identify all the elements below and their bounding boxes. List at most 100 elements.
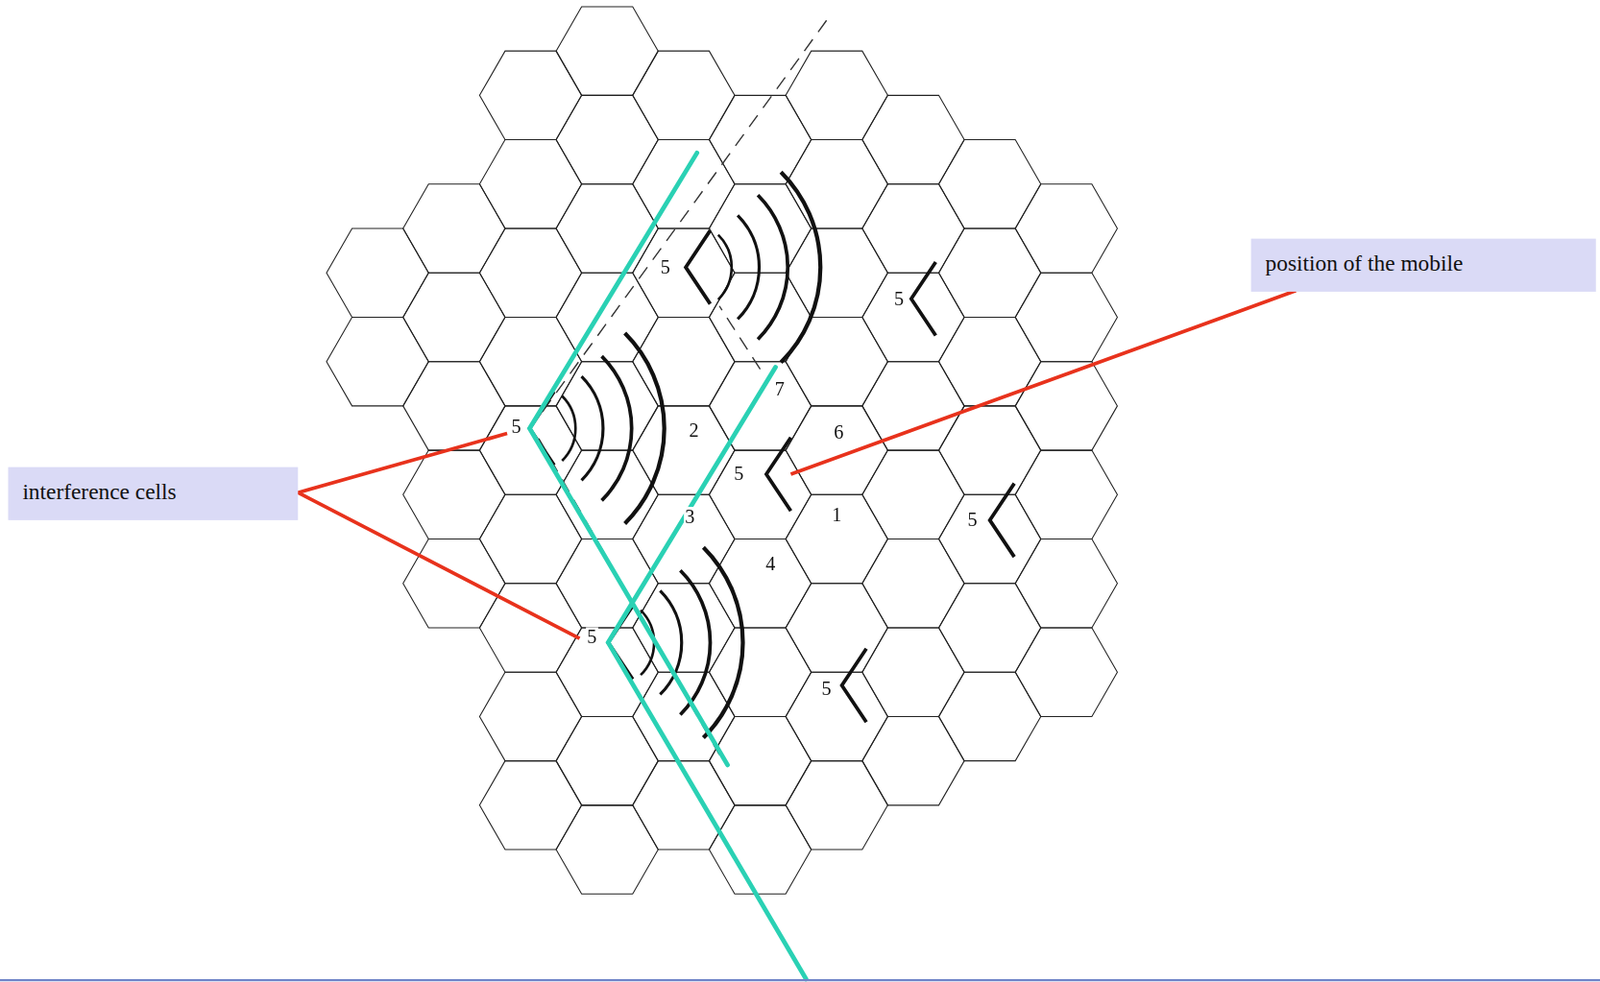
callout-text: position of the mobile [1265, 249, 1582, 277]
cell-number: 7 [774, 379, 786, 400]
antenna-symbol [842, 649, 868, 724]
hex-cell [556, 272, 658, 362]
hex-cell [708, 805, 811, 895]
hex-cell [785, 228, 888, 317]
hex-cell [708, 95, 811, 184]
hex-cell [479, 140, 582, 229]
hex-cell [862, 362, 965, 451]
hex-cell [632, 406, 735, 495]
callout-box: interference cells [8, 467, 299, 521]
hex-cell [862, 95, 965, 184]
hex-cell [708, 539, 811, 629]
hex-cell [479, 494, 582, 583]
hex-cell [556, 716, 658, 805]
cell-number: 5 [659, 257, 672, 278]
radio-wave [757, 194, 788, 340]
hex-cell [862, 450, 965, 539]
boundary-line [607, 367, 806, 981]
cell-number: 2 [687, 420, 700, 441]
hex-cell [939, 140, 1042, 229]
antenna-symbol [685, 230, 711, 305]
dashed-line [537, 20, 827, 418]
hex-cell [939, 494, 1042, 583]
hex-cell [556, 6, 658, 96]
cell-number: 5 [732, 463, 745, 485]
hex-cell [479, 316, 582, 406]
hex-cell [1015, 539, 1117, 629]
radio-wave [602, 356, 632, 501]
hex-cell [939, 406, 1042, 495]
cell-number: 4 [764, 554, 776, 575]
radio-wave [718, 235, 732, 301]
cell-number: 1 [830, 505, 843, 526]
leader-line [297, 434, 508, 494]
antenna-symbol [990, 484, 1016, 558]
hex-cell [785, 140, 888, 229]
hex-cell [708, 272, 811, 362]
hex-cell [556, 184, 658, 273]
hex-cell [708, 362, 811, 451]
boundary-lines [529, 152, 806, 980]
radio-wave [625, 333, 665, 524]
hex-cell [785, 316, 888, 406]
hex-cell [479, 761, 582, 850]
radio-waves [561, 171, 821, 738]
slide-rule [0, 979, 1600, 982]
leader-lines [297, 290, 1296, 639]
hex-cell [403, 539, 506, 629]
sector-antennas [529, 230, 1015, 723]
hex-cell [1015, 628, 1117, 717]
callout-box: position of the mobile [1251, 239, 1597, 292]
hex-cell [479, 50, 582, 140]
hex-cell [939, 228, 1042, 317]
antenna-symbol [529, 391, 555, 466]
antenna-symbol [911, 262, 937, 337]
antenna-symbol [766, 437, 792, 512]
radio-wave [561, 395, 576, 461]
hex-cell [785, 583, 888, 673]
callout-text: interference cells [22, 478, 284, 506]
radio-wave [703, 547, 743, 738]
hex-cell [1015, 450, 1117, 539]
hex-cell [632, 140, 735, 229]
hex-cell [939, 316, 1042, 406]
hex-cell [785, 406, 888, 495]
hex-cell [556, 95, 658, 184]
hex-cell [479, 406, 582, 495]
hex-cell [479, 228, 582, 317]
hex-cell [939, 583, 1042, 673]
hex-cell [862, 272, 965, 362]
leader-line [790, 290, 1296, 475]
hex-cell [632, 50, 735, 140]
cell-number: 5 [821, 678, 833, 700]
hex-cell [1015, 272, 1117, 362]
cell-number: 3 [683, 507, 696, 528]
hex-cell [862, 539, 965, 629]
hex-cell [326, 316, 429, 406]
hex-cell [785, 494, 888, 583]
hex-cell [403, 272, 506, 362]
cell-number: 6 [832, 422, 845, 443]
hex-cell [326, 228, 429, 317]
hex-cell [403, 450, 506, 539]
antenna-symbol [607, 606, 633, 680]
hex-cell [862, 628, 965, 717]
hex-cell [862, 716, 965, 805]
cell-number: 5 [510, 416, 523, 437]
hex-cell [479, 583, 582, 673]
leader-line [297, 492, 580, 639]
hex-cell [403, 184, 506, 273]
cell-number: 5 [585, 627, 598, 648]
hex-cell [862, 184, 965, 273]
hex-cell [708, 450, 811, 539]
hex-cell [479, 672, 582, 761]
radio-wave [780, 171, 821, 363]
hex-cell [785, 761, 888, 850]
hex-cell [632, 228, 735, 317]
radio-wave [581, 376, 604, 481]
hex-cell [939, 672, 1042, 761]
hex-cell [785, 672, 888, 761]
hex-cell [556, 362, 658, 451]
cell-number: 5 [966, 509, 978, 531]
